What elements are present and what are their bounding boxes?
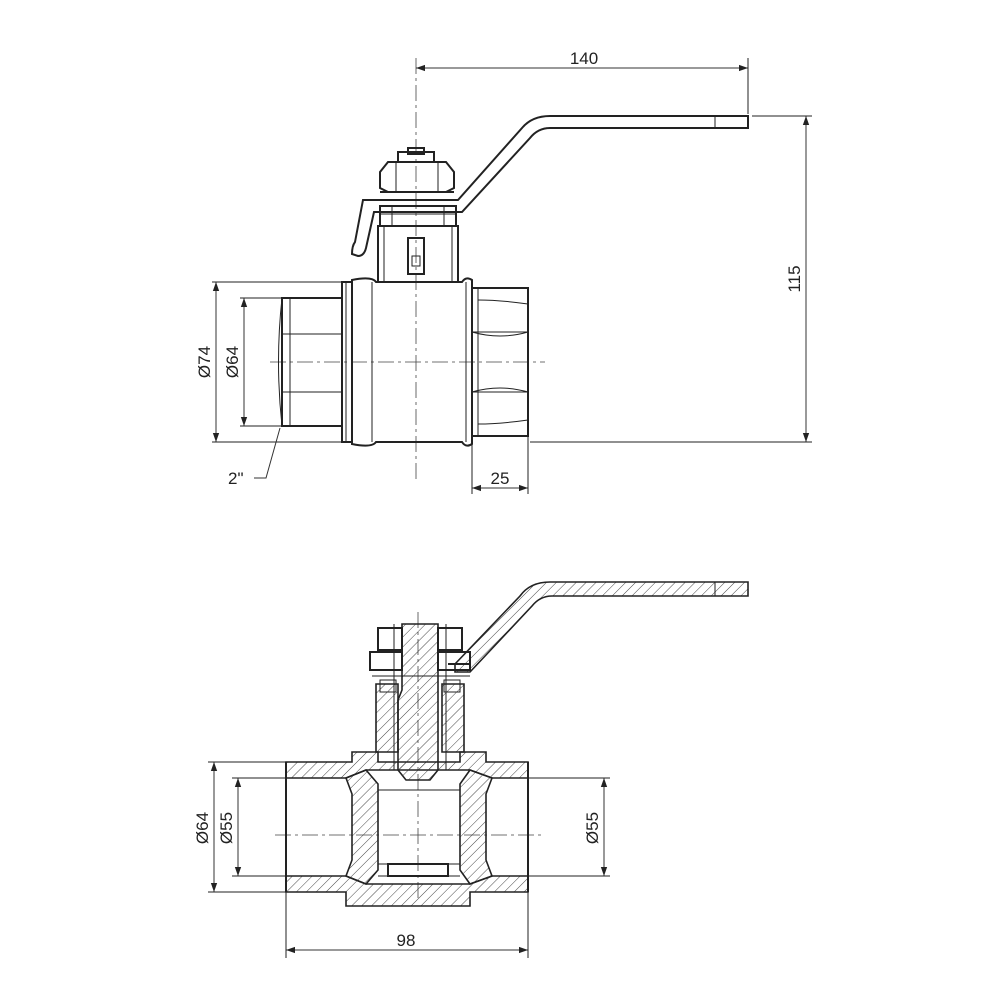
top-nut: [379, 147, 455, 193]
dim-outer-dia: Ø74: [195, 346, 214, 378]
thread-leader: [254, 427, 281, 479]
section-handle: [454, 581, 749, 673]
section-bonnet-right: [441, 683, 465, 753]
section-seat-right: [459, 769, 494, 885]
valve-section-view: Ø64 Ø55 Ø55 98: [193, 581, 749, 958]
right-hex-end: [471, 287, 529, 437]
stem-bonnet: [377, 205, 459, 282]
section-body-bottom-wall: [285, 875, 529, 907]
dim-height: 115: [785, 265, 804, 292]
left-hex-end: [278, 281, 353, 443]
handle-lever: [350, 115, 749, 258]
dim-bore-right: Ø55: [583, 812, 602, 844]
dim-thread-length: 25: [491, 469, 510, 488]
dim-section-outer-dia: Ø64: [193, 812, 212, 844]
dim-handle-length: 140: [570, 49, 598, 68]
dim-hex-dia: Ø64: [223, 346, 242, 378]
dim-bore-left: Ø55: [217, 812, 236, 844]
section-seat-left: [344, 769, 379, 885]
section-bonnet-left: [375, 683, 399, 753]
valve-exterior-view: 140 115 Ø74 Ø64 2" 25: [195, 49, 812, 494]
dim-body-length: 98: [397, 931, 416, 950]
section-stem: [397, 623, 439, 781]
section-bores: [285, 762, 529, 892]
dim-thread: 2": [228, 469, 244, 488]
section-nut: [369, 627, 471, 693]
